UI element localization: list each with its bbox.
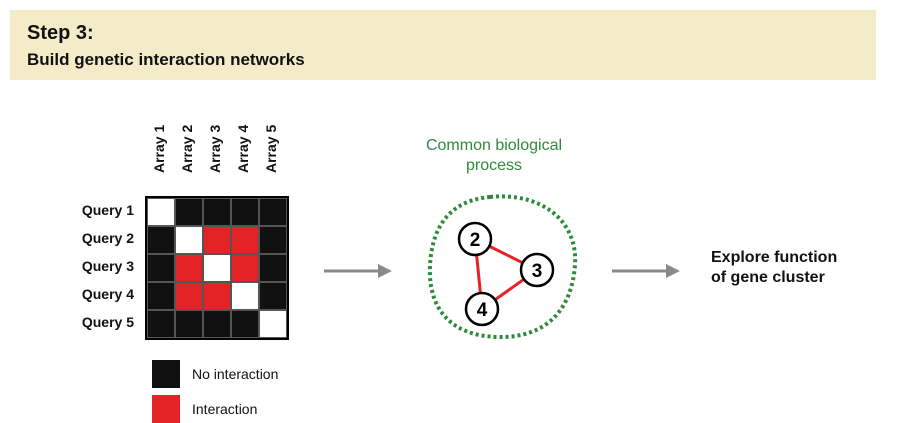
matrix-cell-self: [203, 254, 231, 282]
svg-text:4: 4: [477, 300, 488, 321]
matrix-cell-none: [259, 198, 287, 226]
array-label: Array 4: [235, 124, 251, 173]
svg-text:2: 2: [470, 230, 481, 251]
matrix-cell-interaction: [203, 282, 231, 310]
outcome-text: Explore function of gene cluster: [711, 249, 838, 286]
legend-label: Interaction: [192, 401, 258, 417]
svg-text:3: 3: [532, 261, 543, 282]
matrix-cell-none: [259, 282, 287, 310]
matrix-cell-interaction: [175, 254, 203, 282]
cluster-boundary: [427, 194, 578, 340]
matrix-cell-none: [175, 198, 203, 226]
matrix-cell-interaction: [231, 254, 259, 282]
matrix-cell-none: [147, 254, 175, 282]
matrix-cell-interaction: [203, 226, 231, 254]
legend-interaction: Interaction: [152, 395, 352, 423]
array-label: Array 3: [207, 124, 223, 173]
array-label: Array 5: [263, 124, 279, 173]
cluster-title: Common biological process: [425, 137, 563, 174]
query-label: Query 3: [81, 258, 134, 274]
interaction-matrix: [145, 196, 289, 340]
matrix-cell-none: [147, 310, 175, 338]
matrix-cell-none: [259, 254, 287, 282]
query-label: Query 1: [81, 202, 134, 218]
matrix-cell-self: [147, 198, 175, 226]
gene-node: 2: [457, 221, 493, 257]
matrix-cell-self: [175, 226, 203, 254]
matrix-cell-interaction: [231, 226, 259, 254]
matrix-cell-none: [203, 310, 231, 338]
matrix-cell-none: [147, 226, 175, 254]
legend-label: No interaction: [192, 366, 279, 382]
legend-no-interaction: No interaction: [152, 360, 352, 388]
gene-node: 3: [519, 252, 555, 288]
matrix-column-labels: Array 1 Array 2 Array 3 Array 4 Array 5: [145, 124, 289, 191]
arrow-right-icon: [324, 264, 392, 278]
matrix-cell-self: [259, 310, 287, 338]
interaction-swatch: [152, 395, 180, 423]
query-label: Query 4: [81, 286, 134, 302]
query-label: Query 5: [81, 314, 134, 330]
matrix-cell-none: [147, 282, 175, 310]
matrix-cell-none: [203, 198, 231, 226]
gene-cluster-network: 2 3 4: [427, 194, 578, 340]
array-label: Array 2: [179, 124, 195, 173]
matrix-cell-none: [231, 198, 259, 226]
step-subtitle: Build genetic interaction networks: [27, 50, 305, 69]
arrow-right-icon: [612, 264, 680, 278]
matrix-cell-interaction: [175, 282, 203, 310]
step-title: Step 3:: [27, 22, 94, 44]
gene-node: 4: [464, 291, 500, 327]
matrix-cell-none: [175, 310, 203, 338]
no-interaction-swatch: [152, 360, 180, 388]
array-label: Array 1: [151, 124, 167, 173]
matrix-cell-none: [231, 310, 259, 338]
step-header: Step 3: Build genetic interaction networ…: [10, 10, 876, 80]
query-label: Query 2: [81, 230, 134, 246]
matrix-cell-self: [231, 282, 259, 310]
matrix-cell-none: [259, 226, 287, 254]
